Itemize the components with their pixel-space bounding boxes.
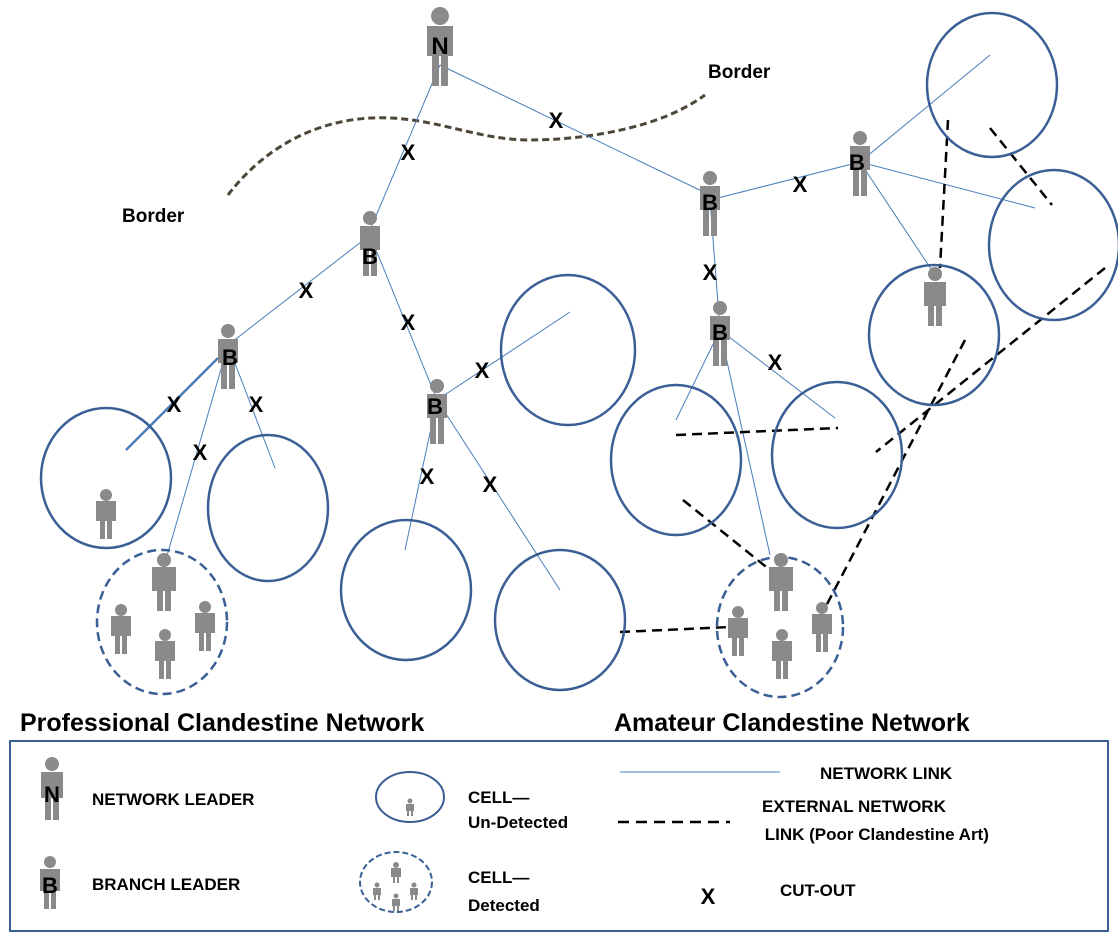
undetected-cells <box>39 11 1118 692</box>
cutout-marks: X X X X X X X X X X X X X <box>167 108 808 497</box>
cell-member-icon <box>155 629 175 679</box>
cutout-mark: X <box>793 172 808 197</box>
branch-leader-letter: B <box>427 394 443 419</box>
cutout-mark: X <box>299 278 314 303</box>
legend-external-line1: EXTERNAL NETWORK <box>762 797 947 816</box>
legend-cell-undetected-line1: CELL— <box>468 788 529 807</box>
legend-detected-cell-icon <box>359 851 433 913</box>
cutout-mark: X <box>703 260 718 285</box>
cutout-mark: X <box>401 310 416 335</box>
cutout-mark: X <box>549 108 564 133</box>
legend-cutout-mark: X <box>701 884 716 909</box>
amateur-network-title: Amateur Clandestine Network <box>614 709 970 737</box>
legend-branch-person-icon <box>40 856 60 909</box>
cell-member-icon <box>924 267 946 326</box>
cutout-mark: X <box>768 350 783 375</box>
professional-network-title: Professional Clandestine Network <box>20 709 424 737</box>
legend-external-line2: LINK (Poor Clandestine Art) <box>760 825 989 844</box>
cell-member-icon <box>769 553 793 611</box>
cutout-mark: X <box>249 392 264 417</box>
cutout-mark: X <box>475 358 490 383</box>
legend-box <box>9 740 1109 932</box>
legend-cell-detected-line2: Detected <box>468 896 540 915</box>
legend-network-leader-label: NETWORK LEADER <box>92 790 254 809</box>
cell-member-icon <box>812 602 832 652</box>
legend-cutout-label: CUT-OUT <box>780 881 856 900</box>
persons <box>96 7 946 679</box>
legend-leader-letter: N <box>44 782 60 807</box>
legend-network-link-label: NETWORK LINK <box>820 764 953 783</box>
cutout-mark: X <box>483 472 498 497</box>
branch-person-icon <box>710 301 730 366</box>
branch-leader-letter: B <box>222 345 238 370</box>
cell-member-icon <box>195 601 215 651</box>
branch-person-icon <box>700 171 720 236</box>
legend-branch-letter: B <box>42 873 58 898</box>
border-label: Border <box>708 62 771 83</box>
cutout-mark: X <box>193 440 208 465</box>
branch-leader-letter: B <box>362 244 378 269</box>
cell-member-icon <box>96 489 116 539</box>
branch-person-icon <box>218 324 238 389</box>
legend-detected-members <box>373 862 418 911</box>
branch-person-icon <box>850 131 870 196</box>
border-label: Border <box>122 206 185 227</box>
cutout-mark: X <box>167 392 182 417</box>
legend-branch-leader-label: BRANCH LEADER <box>92 875 240 894</box>
branch-leader-letter: B <box>849 150 865 175</box>
leader-person-icon <box>427 7 453 86</box>
legend-cell-member-icon <box>406 798 414 816</box>
branch-leader-letter: B <box>712 320 728 345</box>
cutout-mark: X <box>401 140 416 165</box>
legend-cell-detected-line1: CELL— <box>468 868 529 887</box>
cell-member-icon <box>111 604 131 654</box>
branch-person-icon <box>427 379 447 444</box>
cutout-mark: X <box>420 464 435 489</box>
legend: N NETWORK LEADER B BRANCH LEADER CELL— U… <box>9 740 1109 932</box>
cell-member-icon <box>728 606 748 656</box>
external-links <box>619 119 1106 634</box>
cell-member-icon <box>772 629 792 679</box>
border-line <box>226 93 706 196</box>
legend-undetected-cell-icon <box>375 771 445 823</box>
network-link-thick <box>125 357 219 451</box>
branch-leader-letter: B <box>702 190 718 215</box>
legend-leader-person-icon <box>41 757 63 820</box>
branch-person-icon <box>360 211 380 276</box>
legend-cell-undetected-line2: Un-Detected <box>468 813 568 832</box>
network-leader-letter: N <box>431 33 448 60</box>
cell-member-icon <box>152 553 176 611</box>
